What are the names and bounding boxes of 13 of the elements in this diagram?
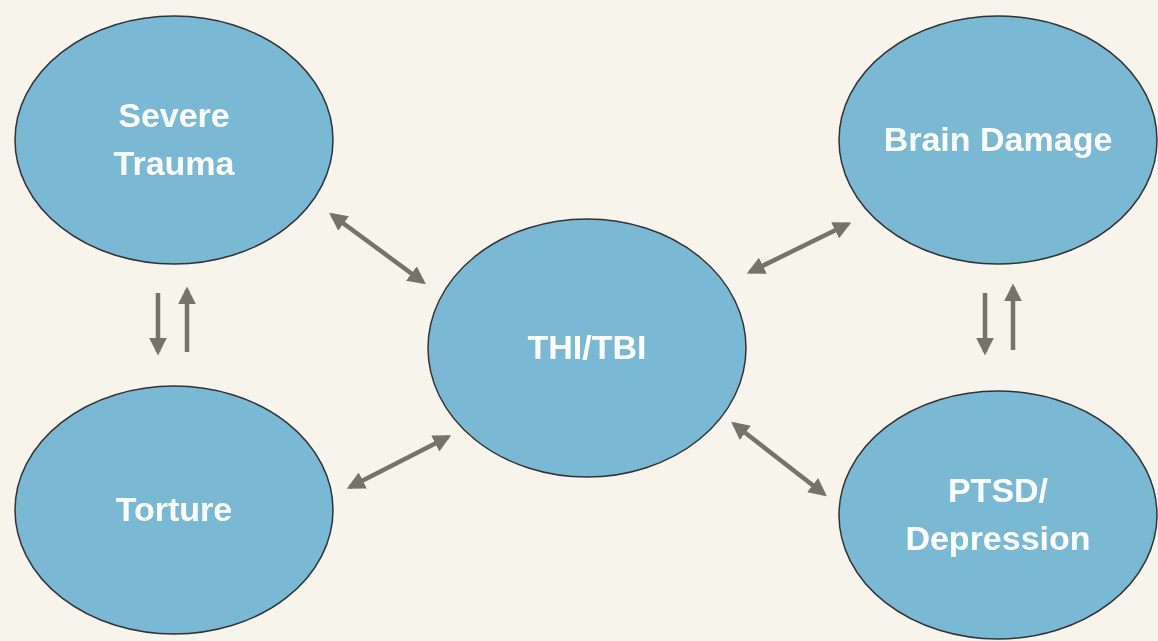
node-label: PTSD/ Depression (904, 470, 1092, 559)
arrow (976, 293, 994, 356)
arrow (178, 286, 196, 352)
arrow (731, 421, 827, 497)
node-label: THI/TBI (526, 327, 648, 369)
arrow (149, 293, 167, 356)
node-label: Brain Damage (882, 119, 1114, 161)
arrow (329, 212, 426, 285)
node-label: Torture (114, 489, 234, 531)
arrow (1004, 283, 1022, 350)
arrow (346, 435, 452, 489)
node-label: Severe Trauma (112, 95, 236, 184)
arrow (746, 221, 852, 275)
